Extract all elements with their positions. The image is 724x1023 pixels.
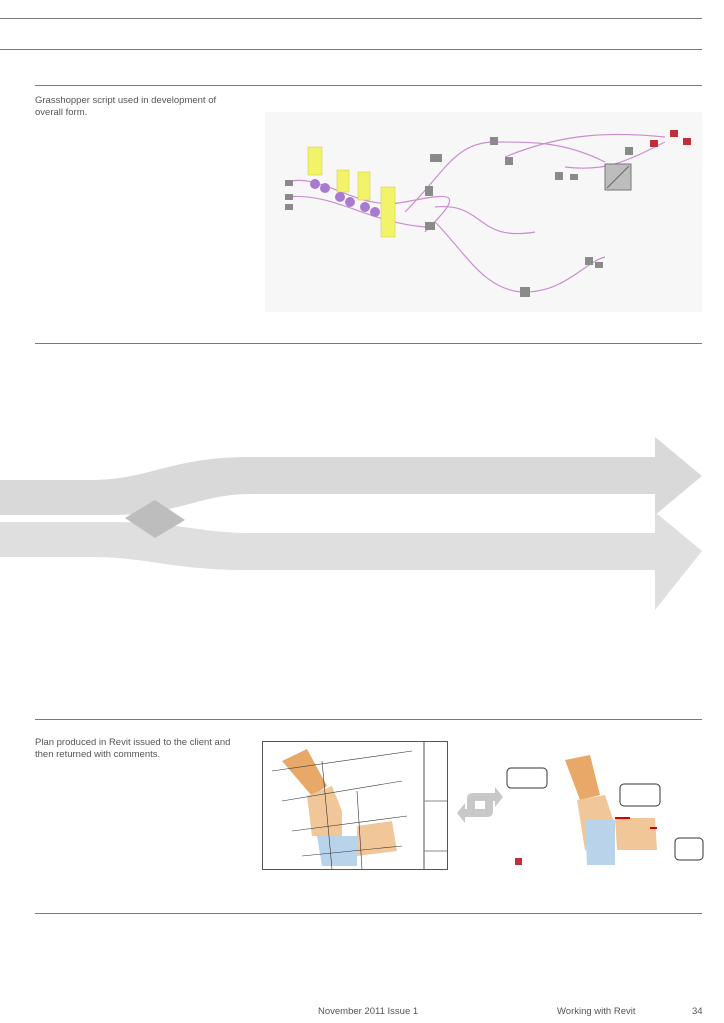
grasshopper-caption: Grasshopper script used in development o… — [35, 95, 217, 118]
upper-arrow — [0, 437, 702, 515]
workflow-arrows-graphic — [0, 437, 702, 610]
arrow-overlap — [125, 500, 185, 538]
grasshopper-script-image — [265, 112, 702, 312]
revit-plan-commented-image — [506, 755, 704, 865]
divider — [0, 18, 702, 19]
footer-issue: November 2011 Issue 1 — [318, 1006, 419, 1017]
divider — [0, 49, 702, 50]
divider — [35, 85, 702, 86]
revit-plan-issued-image — [262, 741, 448, 870]
footer-title: Working with Revit — [557, 1006, 636, 1017]
sync-arrows-icon — [457, 787, 503, 823]
divider — [35, 343, 702, 344]
divider — [35, 913, 702, 914]
page-number: 34 — [692, 1006, 703, 1017]
lower-arrow — [0, 512, 702, 610]
divider — [35, 719, 702, 720]
revit-plan-caption: Plan produced in Revit issued to the cli… — [35, 737, 231, 760]
